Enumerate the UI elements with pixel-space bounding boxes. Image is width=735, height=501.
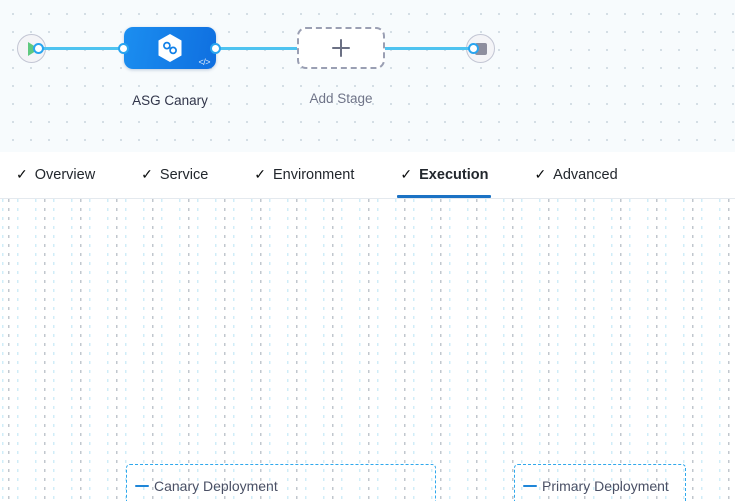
step-group-canary-deployment[interactable] xyxy=(126,464,436,501)
group-title: Canary Deployment xyxy=(154,478,278,494)
group-header-canary-deployment[interactable]: Canary Deployment xyxy=(135,478,278,494)
stage-output-port[interactable] xyxy=(210,43,221,54)
execution-graph-canvas[interactable]: Canary Deployment Primary Deployment xyxy=(0,199,735,501)
connector-addstage-to-end xyxy=(378,47,474,50)
canvas-grid xyxy=(0,199,735,501)
group-title: Primary Deployment xyxy=(542,478,669,494)
tab-service[interactable]: ✓ Service xyxy=(141,152,208,198)
tab-execution[interactable]: ✓ Execution xyxy=(397,152,492,198)
plus-icon xyxy=(332,39,350,57)
check-icon: ✓ xyxy=(534,166,547,182)
step-group-primary-deployment[interactable] xyxy=(514,464,686,501)
tab-label: Service xyxy=(159,167,209,183)
add-stage-button[interactable] xyxy=(297,27,385,69)
tab-label: Environment xyxy=(273,167,355,183)
tab-list: ✓ Overview ✓ Service ✓ Environment ✓ Exe… xyxy=(16,152,664,198)
connector-start-to-stage xyxy=(36,47,134,50)
check-icon: ✓ xyxy=(141,166,153,182)
tab-label: Advanced xyxy=(553,167,618,183)
end-input-port[interactable] xyxy=(468,43,479,54)
start-output-port[interactable] xyxy=(33,43,44,54)
tab-environment[interactable]: ✓ Environment xyxy=(254,152,354,198)
tab-label: Execution xyxy=(419,167,489,183)
tab-advanced[interactable]: ✓ Advanced xyxy=(534,152,617,198)
stage-node-label: ASG Canary xyxy=(132,93,208,108)
tab-overview[interactable]: ✓ Overview xyxy=(16,152,95,198)
check-icon: ✓ xyxy=(400,166,413,182)
connector-stage-to-addstage xyxy=(212,47,304,50)
stage-node-asg-canary[interactable]: </> xyxy=(124,27,216,69)
harness-hexagon-icon xyxy=(158,34,182,62)
add-stage-label: Add Stage xyxy=(309,91,373,106)
check-icon: ✓ xyxy=(254,166,266,182)
tab-label: Overview xyxy=(34,167,96,183)
stage-input-port[interactable] xyxy=(118,43,129,54)
group-header-primary-deployment[interactable]: Primary Deployment xyxy=(523,478,669,494)
stage-config-tabbar: ✓ Overview ✓ Service ✓ Environment ✓ Exe… xyxy=(0,152,735,199)
check-icon: ✓ xyxy=(16,166,28,182)
code-brackets-icon: </> xyxy=(198,57,210,67)
collapse-dash-icon[interactable] xyxy=(135,484,149,488)
stage-graph-canvas[interactable]: </> ASG Canary Add Stage xyxy=(0,0,735,152)
collapse-dash-icon[interactable] xyxy=(523,484,537,488)
